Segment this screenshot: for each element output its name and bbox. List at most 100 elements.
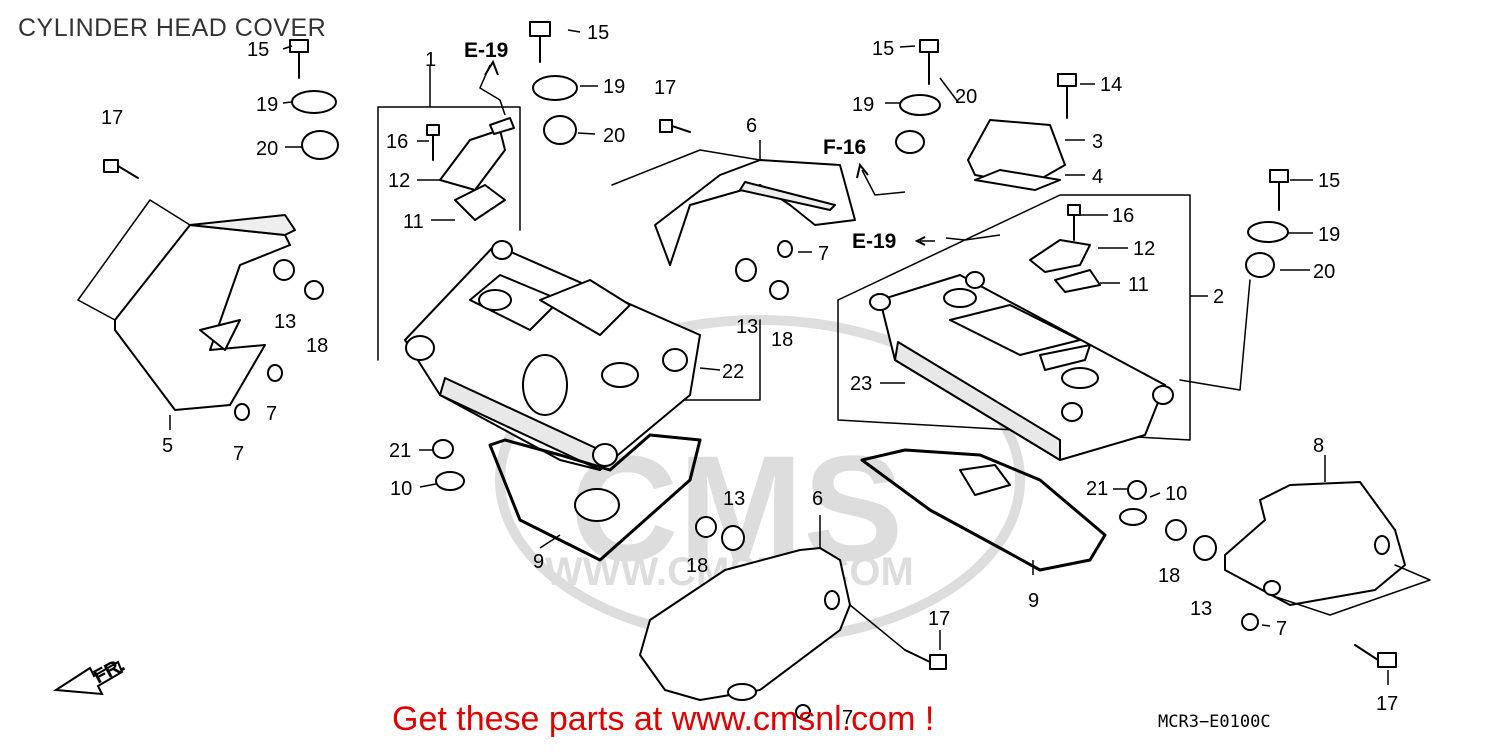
callout-23: 23 [850, 373, 872, 395]
collar-18-center [769, 280, 789, 300]
callout-19-b: 19 [603, 76, 625, 98]
washer-19-right [1247, 221, 1289, 243]
left-head-cover [404, 240, 701, 471]
callout-7-b: 7 [233, 443, 244, 465]
front-direction-arrow: FR. [53, 654, 129, 696]
cap-21-right [1127, 480, 1147, 500]
callout-15-a: 15 [247, 39, 269, 61]
callout-11-left: 11 [403, 211, 424, 233]
breather-fitting-right [1029, 239, 1101, 293]
callout-5: 5 [162, 435, 173, 457]
callout-13-a: 13 [274, 311, 296, 333]
callout-20-d: 20 [1313, 261, 1335, 283]
washer-10-right [1119, 508, 1147, 526]
page-title: CYLINDER HEAD COVER [18, 14, 327, 42]
plug-seal-right [959, 464, 1011, 496]
callout-9-right: 9 [1028, 590, 1039, 612]
grommet-13-left [273, 259, 295, 281]
leader-5b [77, 299, 116, 321]
callout-6-bottom: 6 [812, 488, 823, 510]
bolt-16-right [1067, 204, 1081, 241]
collar-18-bottom [695, 516, 717, 538]
leader-lines [169, 29, 1389, 685]
side-cover-8 [1224, 481, 1406, 606]
callout-16-right: 16 [1112, 205, 1134, 227]
gasket-9-right [860, 448, 1107, 572]
bracket-22 [659, 319, 761, 401]
gasket-9-left [488, 433, 702, 562]
callout-16-left: 16 [386, 131, 408, 153]
leader-6-top [611, 149, 761, 186]
grommet-13-bottom [721, 525, 745, 551]
washer-19-left [291, 90, 337, 114]
bolt-17-left [103, 159, 139, 179]
leader-8 [1269, 564, 1431, 616]
ref-e19-right[interactable]: E-19 [852, 230, 896, 253]
washer-10-left [435, 471, 465, 491]
callout-6-top: 6 [746, 115, 757, 137]
callout-14: 14 [1100, 74, 1122, 96]
callout-21-right: 21 [1086, 478, 1108, 500]
callout-19-c: 19 [852, 94, 874, 116]
right-head-cover [869, 271, 1174, 461]
side-cover-5 [114, 214, 296, 411]
callout-12-left: 12 [388, 170, 410, 192]
cap-7-d [1241, 613, 1259, 631]
callout-18-b: 18 [771, 329, 793, 351]
leader-6-bottom [849, 604, 906, 651]
callout-7-d: 7 [1276, 618, 1287, 640]
callout-17-a: 17 [101, 107, 123, 129]
callout-19-d: 19 [1318, 224, 1340, 246]
grommet-13-center [735, 258, 757, 282]
callout-11-right: 11 [1128, 274, 1149, 296]
callout-18-d: 18 [1158, 565, 1180, 587]
center-cover-6-bottom [639, 547, 851, 701]
callout-22: 22 [722, 361, 744, 383]
bolt-14 [1057, 73, 1077, 119]
bracket-2 [837, 194, 1191, 441]
grommet-20-center [895, 130, 925, 154]
grommet-20-top [543, 115, 577, 145]
bolt-17-bottom [904, 649, 947, 670]
bolt-15-center [919, 39, 939, 85]
breather-fitting-left [439, 117, 515, 221]
callout-15-c: 15 [872, 38, 894, 60]
callout-15-d: 15 [1318, 170, 1340, 192]
grommet-13-right [1193, 535, 1217, 561]
leader-right-stack [1179, 279, 1251, 391]
callout-17-c: 17 [928, 608, 950, 630]
callout-19-a: 19 [256, 94, 278, 116]
promo-link[interactable]: Get these parts at www.cmsnl.com ! [392, 700, 935, 738]
cap-7-a [267, 364, 283, 382]
bolt-15-top [529, 21, 551, 63]
grommet-20-left [301, 130, 339, 160]
callout-13-c: 13 [723, 488, 745, 510]
bolt-15-right [1269, 169, 1289, 211]
callout-15-b: 15 [587, 22, 609, 44]
callout-9-left: 9 [533, 551, 544, 573]
callout-17-b: 17 [654, 77, 676, 99]
leader-5 [77, 199, 191, 301]
bolt-16-left [426, 124, 440, 161]
grommet-20-right [1245, 252, 1275, 278]
watermark: CMS WWW.CMSNL.COM [495, 315, 1025, 645]
callout-20-a: 20 [256, 138, 278, 160]
bracket-1-top [377, 106, 521, 231]
reference-arrows [479, 59, 1001, 246]
callouts: 1 2 3 4 5 6 6 7 7 7 7 7 7 8 9 9 10 10 11… [101, 22, 1398, 729]
ref-e19-top[interactable]: E-19 [464, 39, 508, 62]
watermark-logo: CMS [570, 424, 903, 592]
callout-7-e: 7 [842, 707, 853, 729]
callout-20-b: 20 [603, 125, 625, 147]
callout-12-right: 12 [1133, 238, 1155, 260]
washer-19-top [532, 75, 578, 101]
center-cover-6-top [654, 159, 856, 266]
callout-7-c: 7 [818, 243, 829, 265]
callout-4: 4 [1092, 166, 1103, 188]
callout-2: 2 [1213, 286, 1224, 308]
callout-1: 1 [425, 49, 436, 71]
cap-7-e [795, 704, 811, 720]
plug-seal-left [574, 488, 620, 522]
ref-f16[interactable]: F-16 [823, 136, 866, 159]
